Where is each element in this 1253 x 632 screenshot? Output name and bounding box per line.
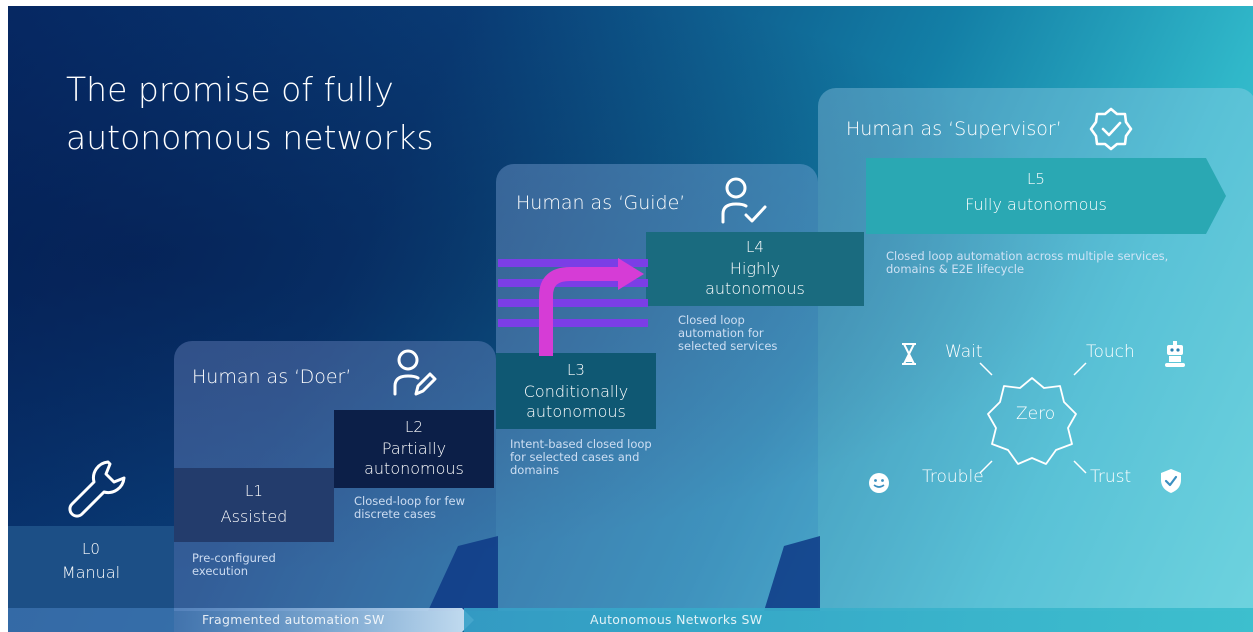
level-L4-box: L4 Highly autonomous: [646, 232, 864, 306]
level-L5-code: L5: [1027, 170, 1045, 188]
level-L2-description: Closed-loop for few discrete cases: [354, 494, 465, 521]
person-check-icon: [721, 177, 767, 224]
person-edit-icon: [393, 349, 437, 396]
robot-icon: [1165, 341, 1185, 367]
transition-arrow-graphic: [498, 258, 648, 356]
level-L1-description: Pre-configured execution: [192, 551, 276, 578]
zero-trust-label: Trust: [1090, 467, 1132, 487]
footer-fragmented-bar: [174, 608, 474, 632]
level-L5-description: Closed loop automation across multiple s…: [886, 249, 1169, 276]
phase-guide-label: Human as ‘Guide’: [516, 192, 686, 214]
level-L1-name: Assisted: [220, 507, 288, 526]
footer-fragmented-label: Fragmented automation SW: [202, 612, 385, 627]
level-L1-box: L1 Assisted: [174, 468, 334, 542]
level-L4-name: Highly autonomous: [705, 259, 805, 298]
level-L3-description: Intent-based closed loop for selected ca…: [510, 437, 652, 477]
slide-title: The promise of fully autonomous networks: [66, 66, 434, 162]
doer-corner-wedge: [428, 536, 498, 611]
hourglass-icon: [902, 343, 916, 365]
level-L5-arrow: [866, 158, 1226, 234]
footer-autonomous-label: Autonomous Networks SW: [590, 612, 763, 627]
level-L5-box: L5 Fully autonomous: [866, 170, 1206, 215]
wrench-icon: [68, 460, 126, 518]
footer-bar-start: [8, 608, 174, 632]
title-line-1: The promise of fully: [66, 70, 394, 109]
verified-badge-icon: [1089, 107, 1133, 151]
level-L0-box: L0 Manual: [8, 526, 174, 608]
smiley-icon: [869, 473, 889, 493]
level-L1-code: L1: [245, 482, 263, 500]
level-L2-box: L2 Partially autonomous: [334, 410, 494, 488]
footer-autonomous-bar: [464, 608, 1253, 632]
level-L3-name: Conditionally autonomous: [523, 382, 629, 421]
phase-doer-label: Human as ‘Doer’: [192, 366, 352, 388]
level-L2-name: Partially autonomous: [364, 439, 464, 478]
zero-badge-outline: [987, 377, 1077, 465]
guide-corner-wedge: [764, 536, 820, 611]
zero-wait-label: Wait: [945, 342, 983, 362]
level-L3-box: L3 Conditionally autonomous: [496, 353, 656, 429]
level-L2-code: L2: [405, 418, 423, 436]
level-L3-code: L3: [567, 361, 585, 379]
slide: The promise of fully autonomous networks…: [8, 6, 1253, 632]
level-L4-code: L4: [746, 238, 764, 256]
zero-connector-lines: [979, 362, 1087, 474]
level-L5-name: Fully autonomous: [965, 195, 1107, 214]
zero-touch-label: Touch: [1086, 342, 1135, 362]
level-L0-name: Manual: [61, 563, 121, 582]
title-line-2: autonomous networks: [66, 118, 434, 157]
zero-trouble-label: Trouble: [922, 467, 984, 487]
shield-check-icon: [1161, 469, 1181, 493]
level-L4-description: Closed loop automation for selected serv…: [678, 313, 778, 353]
phase-supervisor-label: Human as ‘Supervisor’: [846, 118, 1062, 140]
zero-center-label: Zero: [1016, 404, 1056, 424]
level-L0-code: L0: [82, 540, 100, 558]
